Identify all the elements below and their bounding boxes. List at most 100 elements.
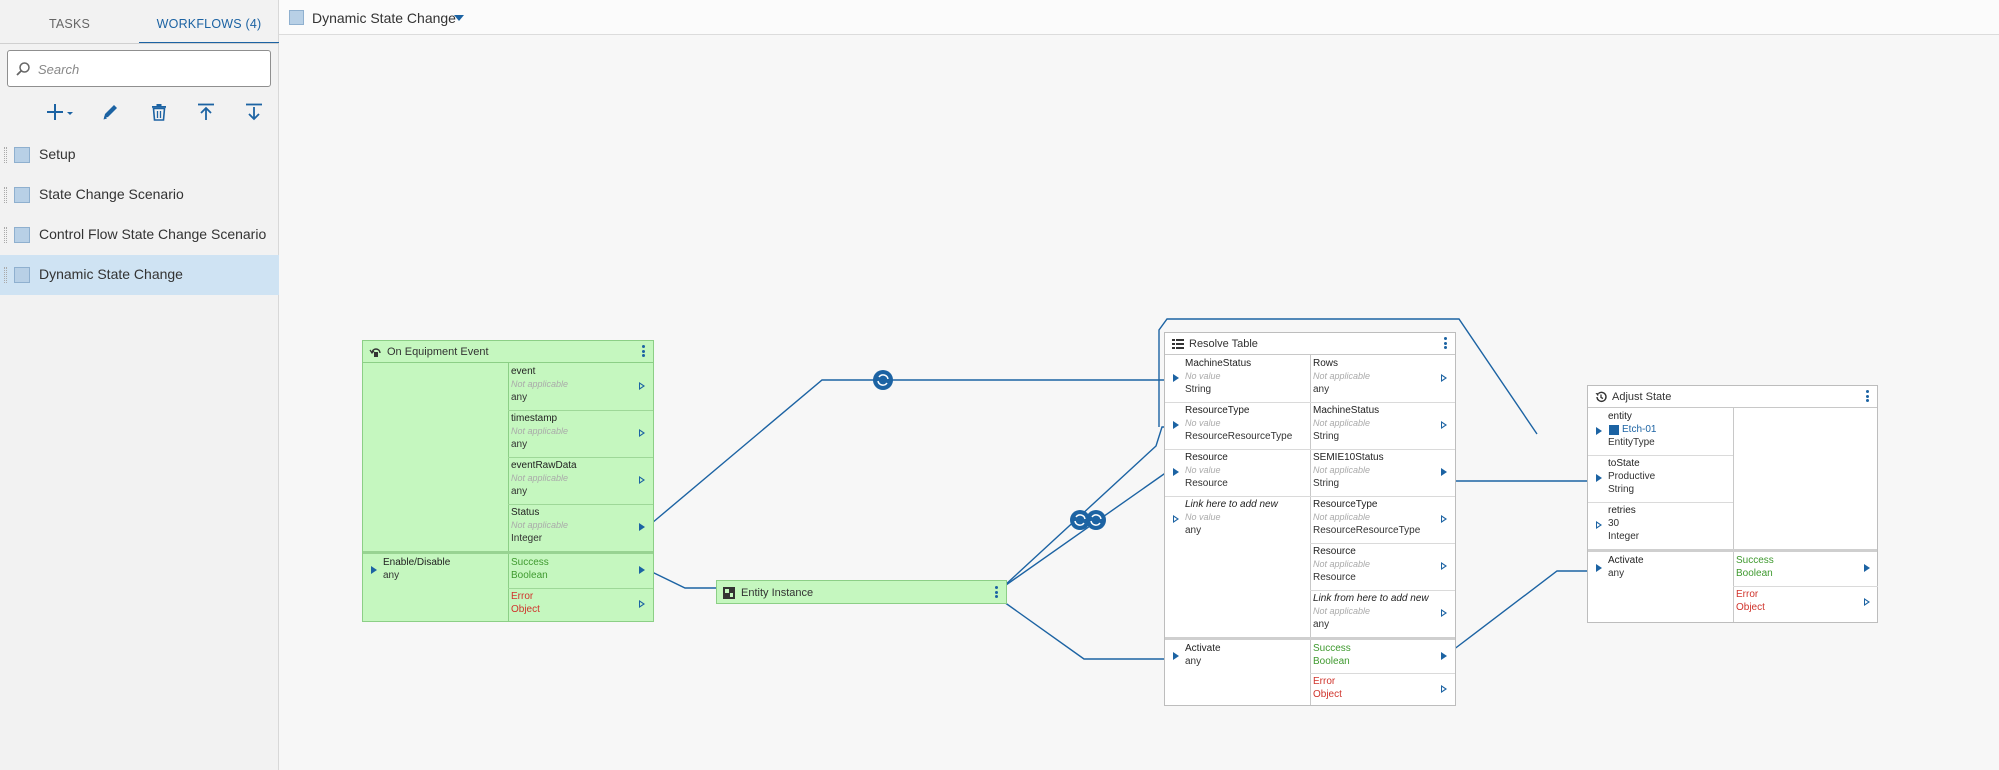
input-port-icon[interactable]: [371, 566, 377, 574]
node-header[interactable]: Adjust State: [1588, 386, 1877, 408]
port-name: ResourceType: [1313, 499, 1378, 510]
drag-handle[interactable]: [4, 187, 7, 203]
delete-button[interactable]: [147, 100, 173, 124]
output-port-icon[interactable]: [1441, 421, 1447, 429]
input-port-icon[interactable]: [1173, 515, 1179, 523]
more-options-icon[interactable]: [1444, 337, 1447, 351]
port-value: Not applicable: [511, 426, 569, 436]
output-error[interactable]: Error Object: [1310, 673, 1455, 705]
output-port-icon[interactable]: [639, 476, 645, 484]
connector-entity-to-resource: [1003, 426, 1169, 587]
more-options-icon[interactable]: [995, 586, 998, 600]
output-resource[interactable]: Resource Not applicable Resource: [1310, 543, 1455, 590]
output-event-raw-data[interactable]: eventRawData Not applicable any: [508, 457, 653, 504]
node-entity-instance[interactable]: Entity Instance: [716, 580, 1007, 604]
tab-tasks[interactable]: TASKS: [48, 17, 91, 31]
output-timestamp[interactable]: timestamp Not applicable any: [508, 410, 653, 457]
input-port-icon[interactable]: [1173, 374, 1179, 382]
output-resource-type[interactable]: ResourceType Not applicable ResourceReso…: [1310, 496, 1455, 543]
more-options-icon[interactable]: [1866, 390, 1869, 404]
input-port-icon[interactable]: [1596, 427, 1602, 435]
input-resource[interactable]: Resource No value Resource: [1165, 449, 1310, 496]
input-to-state[interactable]: toState Productive String: [1588, 455, 1733, 502]
port-type: any: [511, 486, 528, 497]
workflow-canvas[interactable]: On Equipment Event event Not applicable …: [279, 36, 1999, 770]
output-port-icon[interactable]: [1441, 374, 1447, 382]
port-value: Not applicable: [511, 379, 569, 389]
input-entity[interactable]: entity Etch-01 EntityType: [1588, 408, 1733, 455]
output-success[interactable]: Success Boolean: [1310, 640, 1455, 673]
edit-button[interactable]: [99, 100, 125, 124]
input-port-icon[interactable]: [1173, 652, 1179, 660]
output-port-icon[interactable]: [1441, 609, 1447, 617]
port-type: any: [1185, 656, 1202, 667]
node-title: On Equipment Event: [387, 346, 489, 358]
search-box[interactable]: [7, 50, 271, 87]
input-resource-type[interactable]: ResourceType No value ResourceResourceTy…: [1165, 402, 1310, 449]
node-resolve-table[interactable]: Resolve Table MachineStatus No value Str…: [1164, 332, 1456, 706]
input-port-icon[interactable]: [1173, 468, 1179, 476]
output-port-icon[interactable]: [1864, 564, 1870, 572]
node-header[interactable]: Resolve Table: [1165, 333, 1455, 355]
input-link-new[interactable]: Link here to add new No value any: [1165, 496, 1310, 543]
output-port-icon[interactable]: [1864, 598, 1870, 606]
control-activate[interactable]: Activate any: [1588, 552, 1733, 586]
port-type: EntityType: [1608, 437, 1655, 448]
output-machine-status[interactable]: MachineStatus Not applicable String: [1310, 402, 1455, 449]
output-rows[interactable]: Rows Not applicable any: [1310, 355, 1455, 402]
output-link-new[interactable]: Link from here to add new Not applicable…: [1310, 590, 1455, 637]
output-success[interactable]: Success Boolean: [1733, 552, 1878, 586]
add-button[interactable]: [46, 100, 73, 124]
port-value: Not applicable: [511, 520, 569, 530]
port-value: Productive: [1608, 471, 1656, 482]
node-on-equipment-event[interactable]: On Equipment Event event Not applicable …: [362, 340, 654, 622]
node-header[interactable]: On Equipment Event: [363, 341, 653, 363]
node-adjust-state[interactable]: Adjust State entity Etch-01 EntityType t…: [1587, 385, 1878, 623]
search-input[interactable]: [38, 59, 258, 79]
output-port-icon[interactable]: [639, 429, 645, 437]
control-enable-disable[interactable]: Enable/Disable any: [363, 554, 508, 588]
workflow-item-state-change-scenario[interactable]: State Change Scenario: [0, 175, 279, 215]
workflow-title[interactable]: Dynamic State Change: [312, 10, 456, 26]
drag-handle[interactable]: [4, 147, 7, 163]
port-type: Object: [511, 604, 540, 615]
output-event[interactable]: event Not applicable any: [508, 363, 653, 410]
drag-handle[interactable]: [4, 267, 7, 283]
chevron-down-icon[interactable]: [454, 15, 464, 21]
input-port-icon[interactable]: [1596, 521, 1602, 529]
output-error[interactable]: Error Object: [508, 588, 653, 621]
output-port-icon[interactable]: [639, 523, 645, 531]
output-semie10-status[interactable]: SEMIE10Status Not applicable String: [1310, 449, 1455, 496]
move-top-button[interactable]: [194, 100, 220, 124]
workflow-item-dynamic-state-change[interactable]: Dynamic State Change: [0, 255, 279, 295]
output-port-icon[interactable]: [1441, 652, 1447, 660]
port-name: retries: [1608, 505, 1636, 516]
input-port-icon[interactable]: [1596, 564, 1602, 572]
output-port-icon[interactable]: [1441, 562, 1447, 570]
output-port-icon[interactable]: [639, 600, 645, 608]
output-success[interactable]: Success Boolean: [508, 554, 653, 588]
input-retries[interactable]: retries 30 Integer: [1588, 502, 1733, 549]
output-port-icon[interactable]: [1441, 468, 1447, 476]
output-port-icon[interactable]: [1441, 515, 1447, 523]
workflow-label: Control Flow State Change Scenario: [39, 226, 267, 242]
port-value[interactable]: Etch-01: [1622, 424, 1657, 435]
output-port-icon[interactable]: [639, 382, 645, 390]
control-activate[interactable]: Activate any: [1165, 640, 1310, 673]
port-name: SEMIE10Status: [1313, 452, 1384, 463]
move-bottom-button[interactable]: [242, 100, 268, 124]
output-port-icon[interactable]: [639, 566, 645, 574]
connector-entity-to-resourcetype: [1005, 473, 1169, 586]
workflow-icon: [14, 227, 30, 243]
output-status[interactable]: Status Not applicable Integer: [508, 504, 653, 551]
output-port-icon[interactable]: [1441, 685, 1447, 693]
input-machine-status[interactable]: MachineStatus No value String: [1165, 355, 1310, 402]
workflow-item-setup[interactable]: Setup: [0, 135, 279, 175]
input-port-icon[interactable]: [1173, 421, 1179, 429]
input-port-icon[interactable]: [1596, 474, 1602, 482]
tab-workflows[interactable]: WORKFLOWS (4): [139, 0, 279, 44]
output-error[interactable]: Error Object: [1733, 586, 1878, 622]
drag-handle[interactable]: [4, 227, 7, 243]
more-options-icon[interactable]: [642, 345, 645, 359]
workflow-item-control-flow[interactable]: Control Flow State Change Scenario: [0, 215, 279, 255]
